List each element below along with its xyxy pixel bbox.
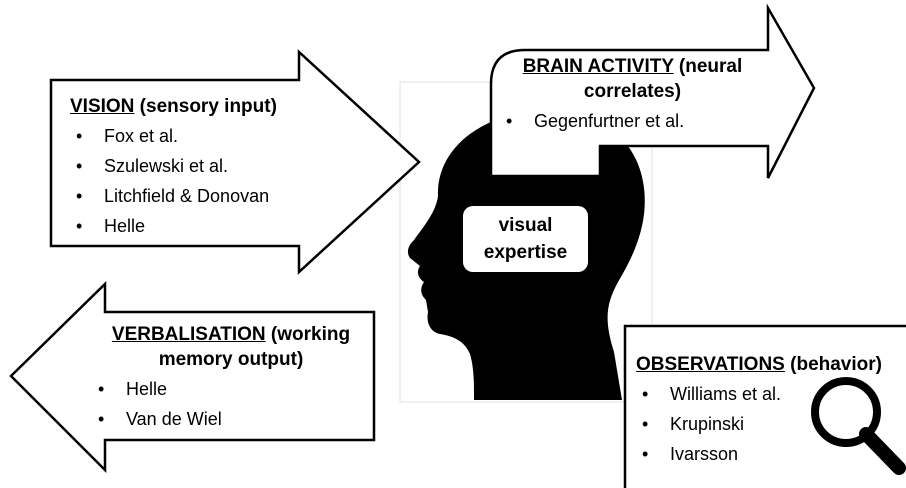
verbalisation-reference-list: Helle Van de Wiel [92, 374, 376, 434]
vision-heading-key: VISION [70, 96, 135, 117]
observations-reference-list: Williams et al. Krupinski Ivarsson [636, 379, 904, 469]
observations-content: OBSERVATIONS (behavior) Williams et al. … [636, 352, 904, 469]
list-item: Gegenfurtner et al. [500, 106, 765, 136]
brain-activity-reference-list: Gegenfurtner et al. [500, 106, 765, 136]
vision-heading: VISION (sensory input) [70, 94, 310, 119]
observations-heading-rest: (behavior) [784, 354, 882, 375]
brain-activity-heading-line2: correlates) [583, 81, 682, 102]
list-item: Litchfield & Donovan [70, 181, 310, 211]
vision-heading-rest: (sensory input) [134, 96, 277, 117]
brain-activity-heading-rest: (neural [673, 56, 743, 77]
vision-content: VISION (sensory input) Fox et al. Szulew… [70, 94, 310, 241]
list-item: Fox et al. [70, 121, 310, 151]
brain-activity-content: BRAIN ACTIVITY (neural correlates) Gegen… [500, 54, 765, 136]
list-item: Helle [92, 374, 376, 404]
verbalisation-heading: VERBALISATION (working memory output) [86, 322, 376, 372]
list-item: Ivarsson [636, 439, 904, 469]
vision-reference-list: Fox et al. Szulewski et al. Litchfield &… [70, 121, 310, 241]
verbalisation-heading-rest: (working [265, 324, 351, 345]
center-label-line2: expertise [483, 242, 568, 263]
list-item: Williams et al. [636, 379, 904, 409]
verbalisation-heading-key: VERBALISATION [111, 324, 266, 345]
list-item: Van de Wiel [92, 404, 376, 434]
list-item: Krupinski [636, 409, 904, 439]
observations-heading-key: OBSERVATIONS [636, 354, 785, 375]
verbalisation-heading-line2: memory output) [158, 349, 304, 370]
verbalisation-content: VERBALISATION (working memory output) He… [86, 322, 376, 434]
center-label-line1: visual [498, 215, 553, 236]
list-item: Helle [70, 211, 310, 241]
list-item: Szulewski et al. [70, 151, 310, 181]
observations-heading: OBSERVATIONS (behavior) [636, 352, 904, 377]
brain-activity-heading: BRAIN ACTIVITY (neural correlates) [500, 54, 765, 104]
visual-expertise-label: visual expertise [463, 206, 588, 272]
brain-activity-heading-key: BRAIN ACTIVITY [522, 56, 674, 77]
